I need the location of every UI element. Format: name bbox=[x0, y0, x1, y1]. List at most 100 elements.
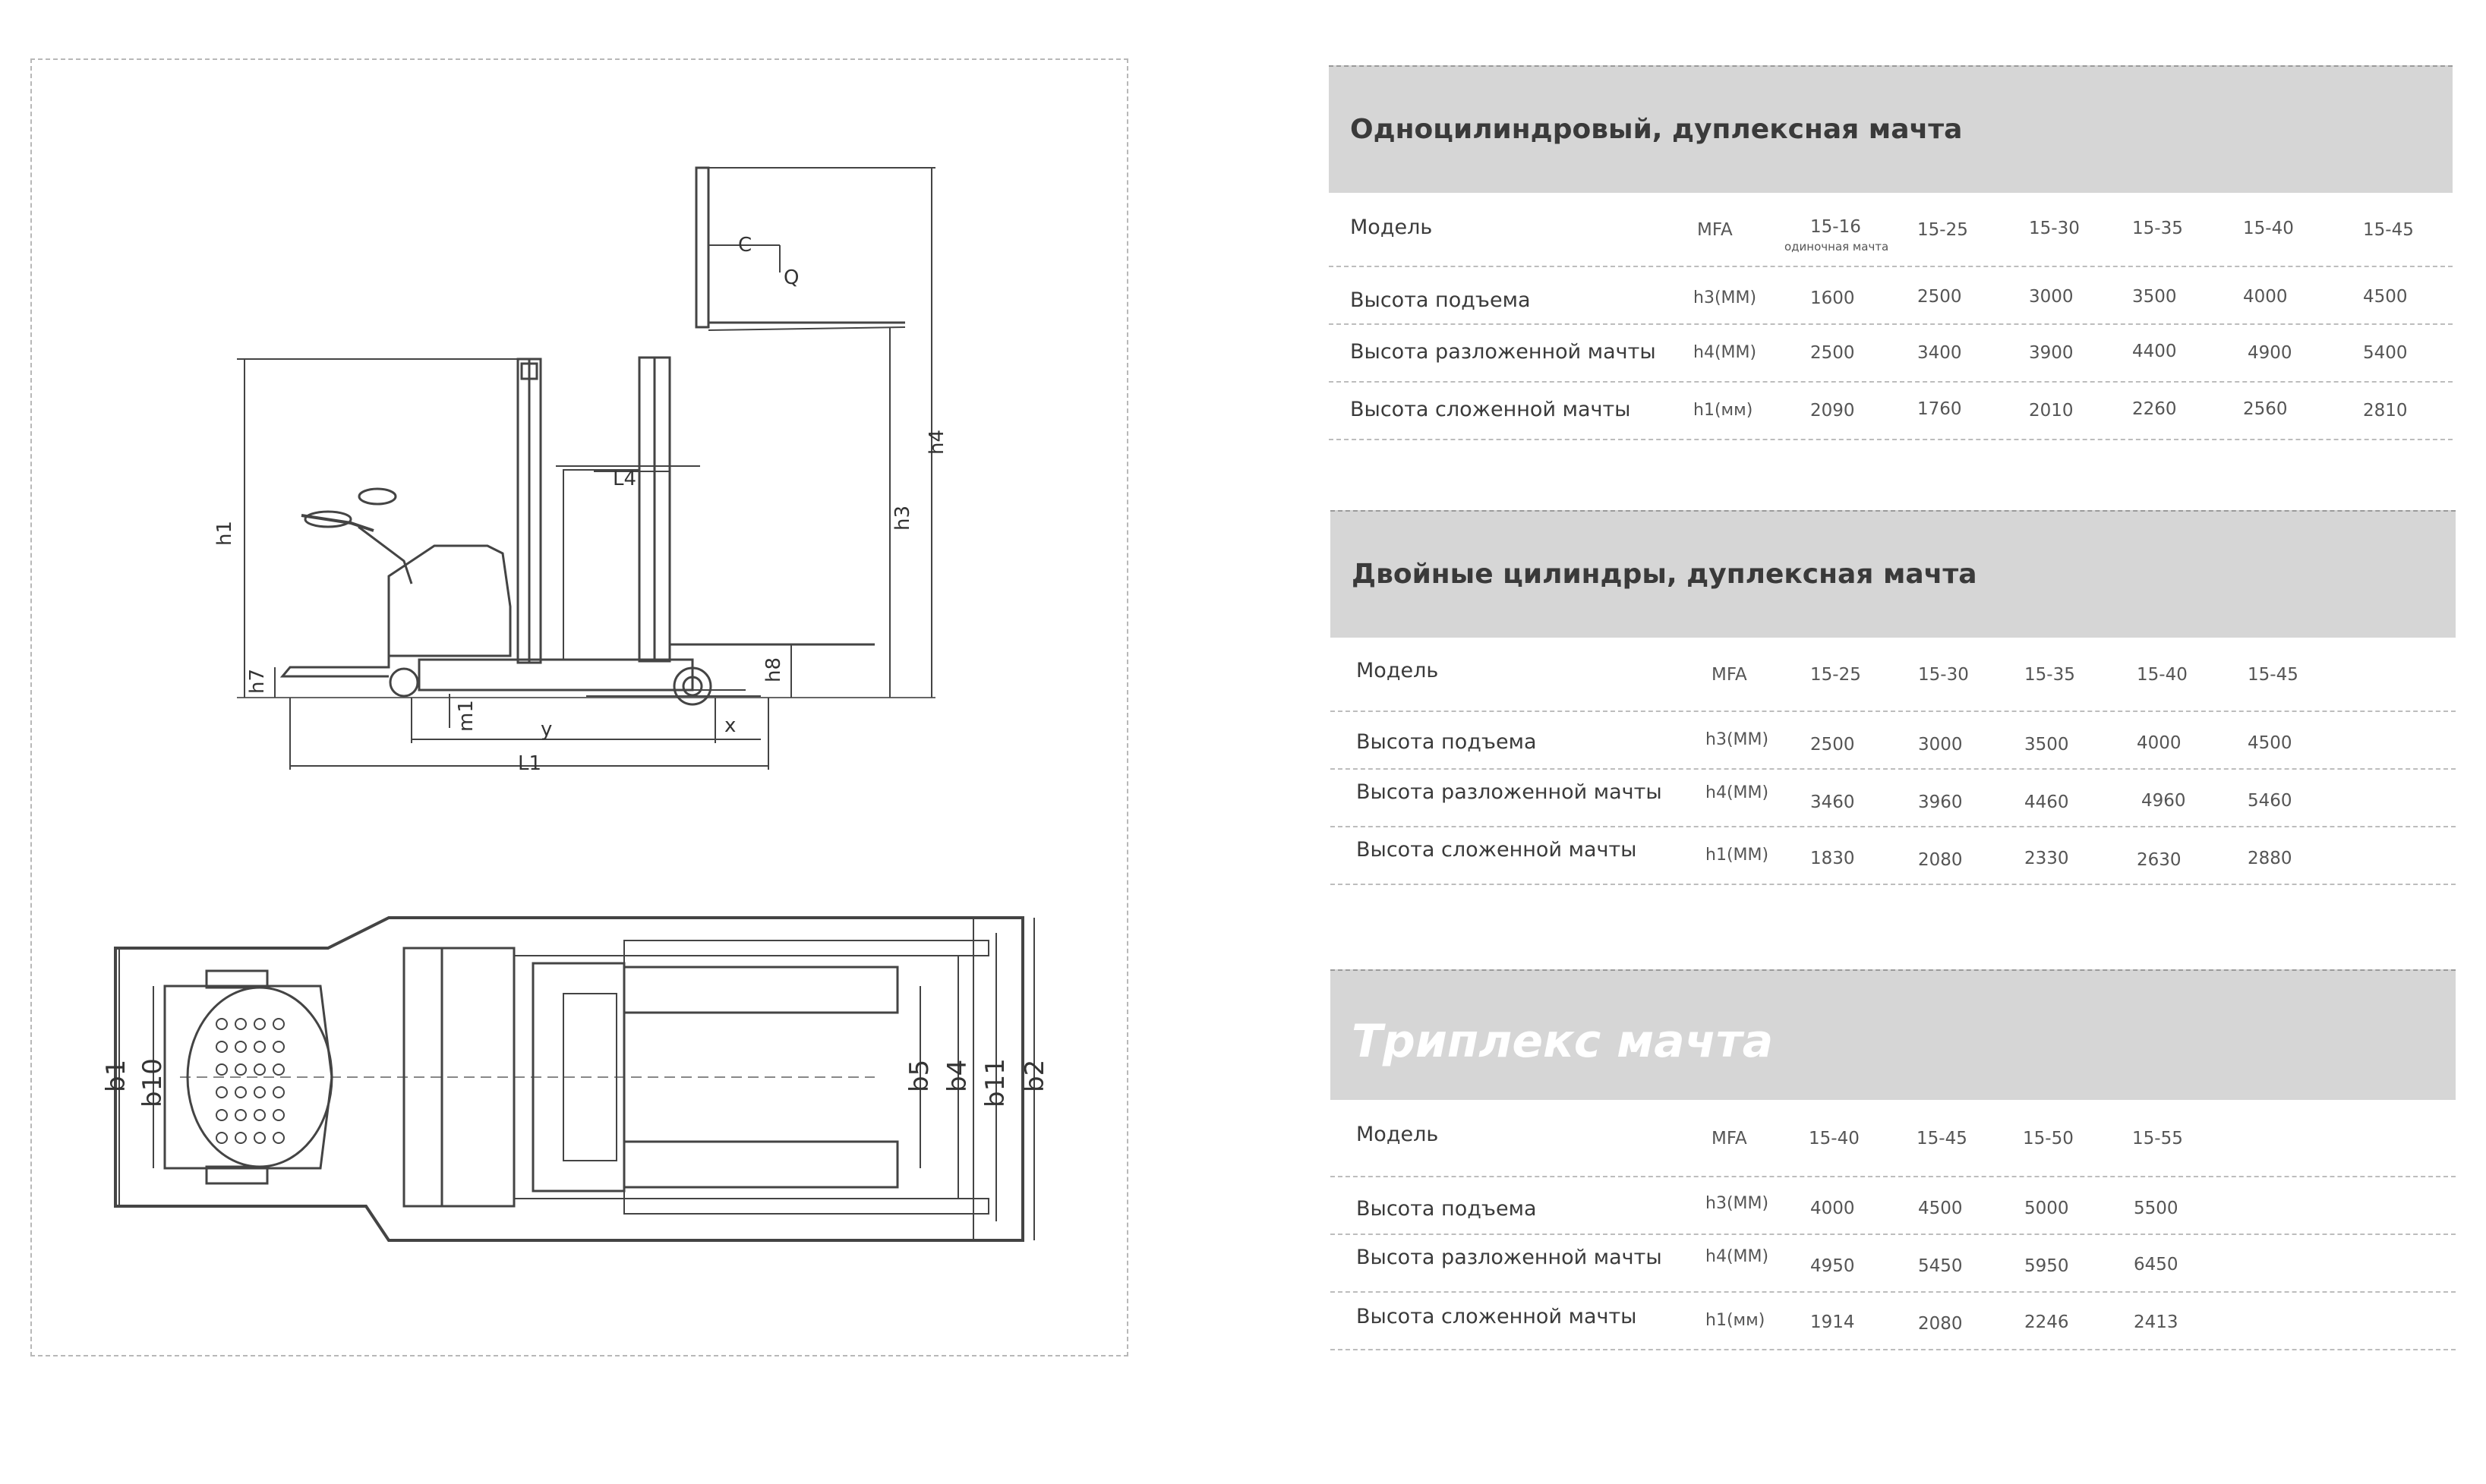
value-cell: 5460 bbox=[2248, 791, 2292, 811]
value-cell: 2500 bbox=[1810, 343, 1855, 363]
value-cell: 2010 bbox=[2029, 401, 2074, 421]
value-cell: 1600 bbox=[1810, 288, 1855, 308]
value-cell: 4500 bbox=[2248, 733, 2292, 753]
row-label: Высота подъема bbox=[1356, 1197, 1537, 1221]
row-unit: h1(MM) bbox=[1705, 846, 1769, 865]
model-cell: 15-30 bbox=[2029, 219, 2080, 238]
value-cell: 5000 bbox=[2024, 1199, 2069, 1218]
model-cell: 15-25 bbox=[1810, 665, 1861, 685]
value-cell: 4950 bbox=[1810, 1256, 1855, 1276]
label-b11: b11 bbox=[980, 1058, 1011, 1107]
table-row: Высота разложенной мачты h4(MM) 2500 340… bbox=[1329, 325, 2453, 383]
label-b4: b4 bbox=[942, 1060, 973, 1092]
model-cell: 15-40 bbox=[2243, 219, 2294, 238]
value-cell: 4960 bbox=[2141, 791, 2186, 811]
value-cell: 4000 bbox=[2243, 287, 2288, 307]
value-cell: 3500 bbox=[2024, 735, 2069, 755]
value-cell: 6450 bbox=[2134, 1255, 2178, 1274]
row-unit: h3(MM) bbox=[1705, 730, 1769, 749]
row-unit: h4(MM) bbox=[1693, 343, 1757, 362]
row-unit: h3(MM) bbox=[1693, 288, 1757, 307]
label-h4: h4 bbox=[926, 430, 948, 455]
model-cell: 15-40 bbox=[1809, 1129, 1860, 1148]
label-b1: b1 bbox=[101, 1060, 131, 1092]
row-unit: h1(мм) bbox=[1705, 1311, 1765, 1330]
label-y: y bbox=[541, 718, 552, 741]
value-cell: 5950 bbox=[2024, 1256, 2069, 1276]
spec-table-triplex: Триплекс мачта Модель MFA 15-40 15-45 15… bbox=[1330, 969, 2456, 1350]
value-cell: 2246 bbox=[2024, 1312, 2069, 1332]
model-cell: 15-45 bbox=[2363, 220, 2414, 240]
value-cell: 2260 bbox=[2132, 399, 2177, 419]
table-header: Двойные цилиндры, дуплексная мачта bbox=[1330, 510, 2456, 638]
label-m1: m1 bbox=[455, 700, 478, 732]
row-label: Высота разложенной мачты bbox=[1350, 340, 1656, 364]
label-l4: L4 bbox=[613, 468, 636, 490]
label-b2: b2 bbox=[1020, 1060, 1050, 1092]
row-label: Модель bbox=[1350, 216, 1433, 239]
table-row: Высота разложенной мачты h4(MM) 4950 545… bbox=[1330, 1235, 2456, 1293]
top-view bbox=[114, 916, 1035, 1242]
label-q: Q bbox=[784, 266, 799, 289]
row-unit: h1(мм) bbox=[1693, 401, 1753, 420]
value-cell: 2500 bbox=[1917, 287, 1962, 307]
row-label: Высота подъема bbox=[1350, 288, 1531, 312]
model-cell: 15-45 bbox=[2248, 665, 2298, 685]
row-label: Высота разложенной мачты bbox=[1356, 1246, 1662, 1269]
value-cell: 5450 bbox=[1918, 1256, 1963, 1276]
table-row: Высота подъема h3(MM) 4000 4500 5000 550… bbox=[1330, 1177, 2456, 1235]
value-cell: 2413 bbox=[2134, 1312, 2178, 1332]
value-cell: 1830 bbox=[1810, 849, 1855, 868]
row-label: Высота подъема bbox=[1356, 730, 1537, 754]
model-cell: 15-55 bbox=[2132, 1129, 2183, 1148]
technical-drawing-frame: h1 h3 h4 h7 h8 m1 y x L1 L4 C Q b1 b10 b… bbox=[30, 58, 1128, 1356]
model-cell: 15-16 bbox=[1810, 217, 1861, 237]
table-title: Двойные цилиндры, дуплексная мачта bbox=[1352, 559, 1977, 590]
model-cell: 15-25 bbox=[1917, 220, 1968, 240]
table-row: Высота подъема h3(MM) 2500 3000 3500 400… bbox=[1330, 712, 2456, 770]
value-cell: 2090 bbox=[1810, 401, 1855, 421]
table-row: Высота сложенной мачты h1(MM) 1830 2080 … bbox=[1330, 827, 2456, 885]
value-cell: 2560 bbox=[2243, 399, 2288, 419]
table-row-model: Модель MFA 15-25 15-30 15-35 15-40 15-45 bbox=[1330, 638, 2456, 712]
value-cell: 4500 bbox=[1918, 1199, 1963, 1218]
label-c: C bbox=[738, 234, 752, 257]
value-cell: 3900 bbox=[2029, 343, 2074, 363]
row-label: Высота сложенной мачты bbox=[1356, 838, 1637, 862]
label-h7: h7 bbox=[246, 669, 269, 694]
model-cell: 15-45 bbox=[1917, 1129, 1967, 1148]
row-unit: h3(MM) bbox=[1705, 1194, 1769, 1213]
model-code: MFA bbox=[1711, 665, 1747, 685]
value-cell: 2880 bbox=[2248, 849, 2292, 868]
model-code: MFA bbox=[1711, 1129, 1747, 1148]
value-cell: 3000 bbox=[1918, 735, 1963, 755]
table-row: Высота подъема h3(MM) 1600 2500 3000 350… bbox=[1329, 267, 2453, 325]
table-header: Триплекс мачта bbox=[1330, 969, 2456, 1100]
value-cell: 4500 bbox=[2363, 287, 2408, 307]
label-h8: h8 bbox=[762, 657, 785, 682]
side-view bbox=[237, 166, 935, 770]
value-cell: 3460 bbox=[1810, 792, 1855, 812]
value-cell: 3000 bbox=[2029, 287, 2074, 307]
row-unit: h4(MM) bbox=[1705, 783, 1769, 802]
model-cell: 15-35 bbox=[2132, 219, 2183, 238]
table-header: Одноцилиндровый, дуплексная мачта bbox=[1329, 65, 2453, 193]
label-l1: L1 bbox=[518, 752, 541, 775]
label-b5: b5 bbox=[904, 1060, 935, 1092]
value-cell: 2330 bbox=[2024, 849, 2069, 868]
row-unit: h4(MM) bbox=[1705, 1247, 1769, 1266]
value-cell: 2080 bbox=[1918, 1314, 1963, 1334]
value-cell: 3960 bbox=[1918, 792, 1963, 812]
value-cell: 2080 bbox=[1918, 850, 1963, 870]
label-x: x bbox=[724, 714, 736, 737]
value-cell: 2810 bbox=[2363, 401, 2408, 421]
label-h1: h1 bbox=[213, 521, 236, 546]
value-cell: 4000 bbox=[1810, 1199, 1855, 1218]
value-cell: 2500 bbox=[1810, 735, 1855, 755]
value-cell: 1760 bbox=[1917, 399, 1962, 419]
row-label: Высота разложенной мачты bbox=[1356, 780, 1662, 804]
row-label: Модель bbox=[1356, 659, 1439, 682]
value-cell: 1914 bbox=[1810, 1312, 1855, 1332]
table-row-model: Модель MFA 15-16 одиночная мачта 15-25 1… bbox=[1329, 193, 2453, 267]
value-cell: 5400 bbox=[2363, 343, 2408, 363]
